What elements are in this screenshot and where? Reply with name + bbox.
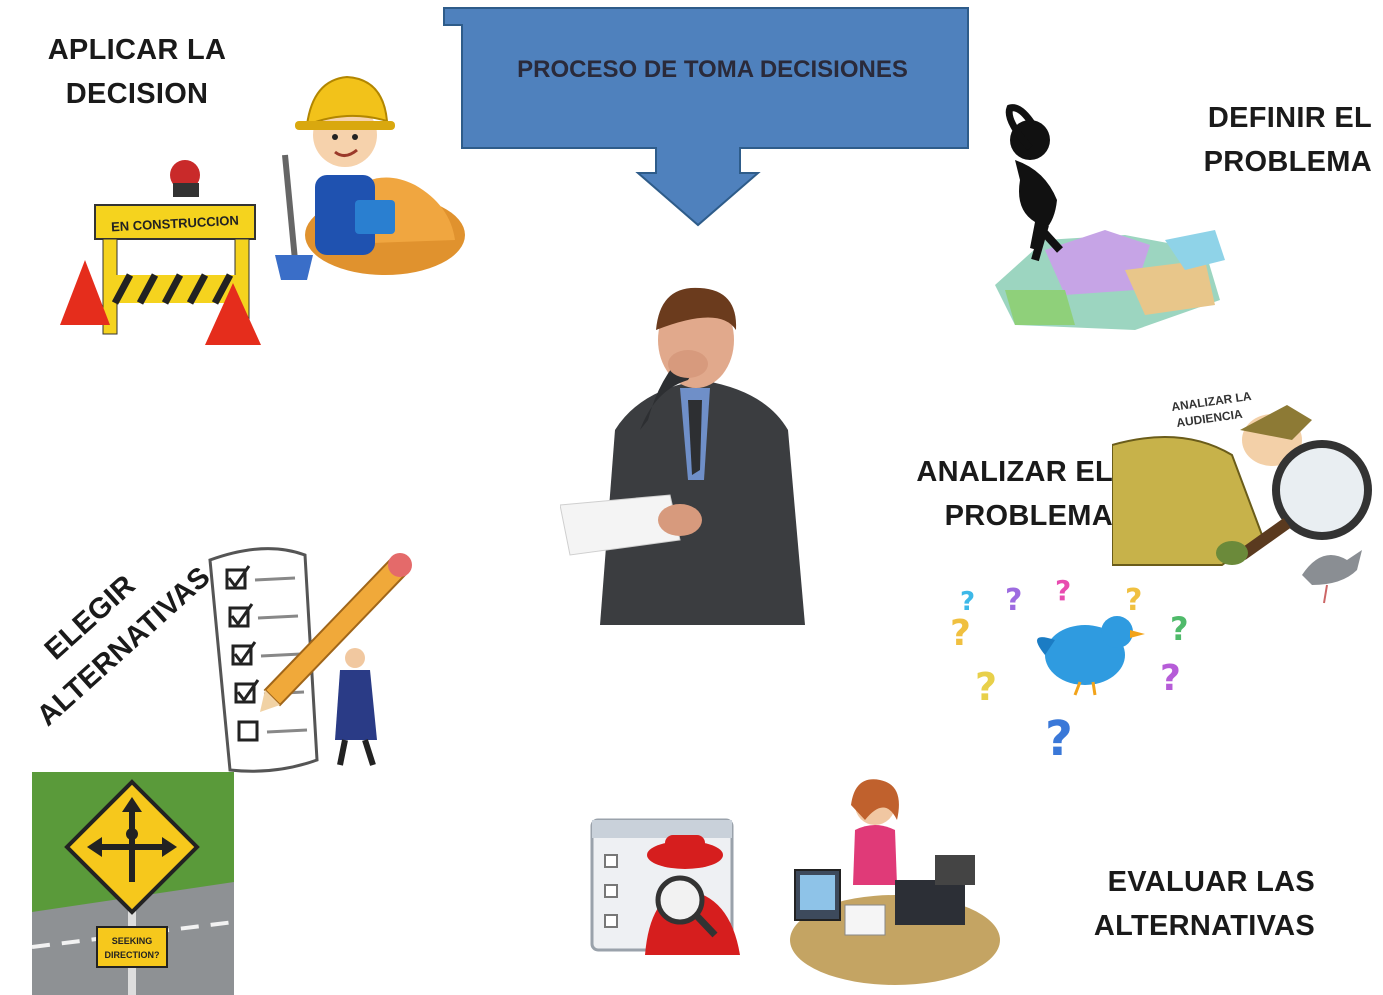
road-sign-line1: SEEKING bbox=[112, 936, 153, 946]
svg-text:?: ? bbox=[1170, 610, 1189, 648]
svg-text:?: ? bbox=[1055, 574, 1071, 607]
bird-question-marks-illustration: ? ? ? ? ? ? ? ? ? bbox=[945, 570, 1230, 770]
thinking-businessman-photo bbox=[560, 280, 840, 625]
checklist-pencil-illustration bbox=[205, 540, 420, 780]
title-arrow-callout bbox=[440, 5, 972, 230]
svg-text:?: ? bbox=[1045, 711, 1073, 767]
svg-text:?: ? bbox=[975, 665, 997, 709]
puzzle-thinker-illustration bbox=[975, 100, 1240, 335]
spy-browser-illustration bbox=[590, 815, 755, 960]
svg-text:?: ? bbox=[1125, 583, 1142, 618]
svg-text:?: ? bbox=[1005, 583, 1022, 618]
construction-worker-illustration: EN CONSTRUCCION bbox=[55, 25, 465, 350]
svg-text:?: ? bbox=[960, 587, 975, 617]
svg-text:?: ? bbox=[950, 613, 971, 654]
detective-magnifier-illustration: ANALIZAR LA AUDIENCIA bbox=[1112, 385, 1377, 610]
road-direction-sign-illustration: SEEKING DIRECTION? bbox=[32, 772, 234, 995]
construction-sign-text: EN CONSTRUCCION bbox=[111, 213, 239, 235]
woman-at-desk-illustration bbox=[785, 775, 1000, 985]
road-sign-line2: DIRECTION? bbox=[105, 950, 160, 960]
diagram-title: PROCESO DE TOMA DECISIONES bbox=[517, 56, 908, 83]
svg-text:?: ? bbox=[1160, 658, 1181, 699]
